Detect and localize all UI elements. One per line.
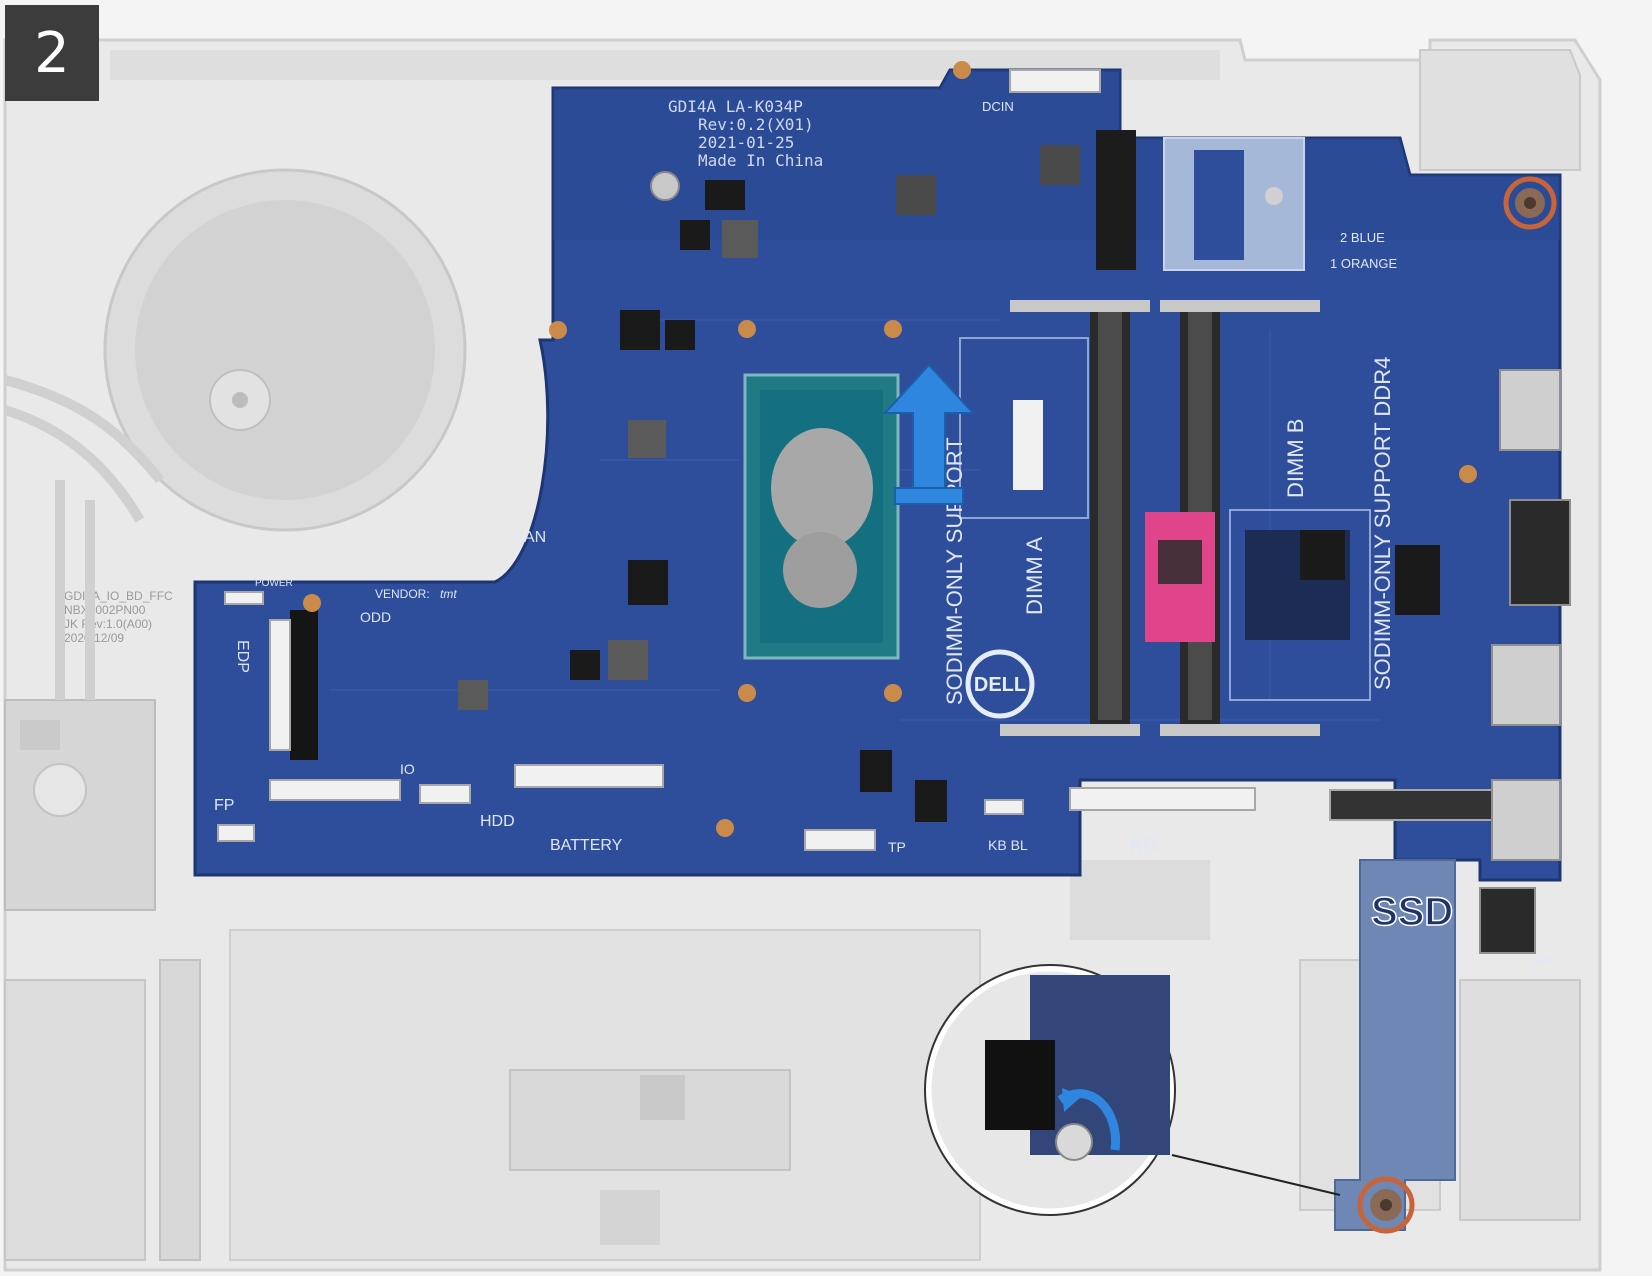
- left-bracket: [4, 959, 201, 1261]
- capacitor: [650, 171, 680, 201]
- hdd-label: HDD: [480, 813, 515, 830]
- ffc-label-line-1: GDI4A_IO_BD_FFC: [64, 589, 173, 603]
- vendor-mark: tmt: [440, 587, 457, 601]
- ffc-label-line-3: JK Rev:1.0(A00): [64, 617, 152, 631]
- dell-logo: DELL: [965, 649, 1035, 719]
- fp-label: FP: [214, 797, 234, 814]
- wire-orange-label: 1 ORANGE: [1330, 256, 1398, 271]
- dcin-label: DCIN: [982, 99, 1014, 114]
- edp-label: EDP: [234, 640, 251, 673]
- io-label: IO: [400, 761, 415, 777]
- dimm-b-outline: [1229, 509, 1371, 701]
- power-label: POWER: [255, 578, 293, 589]
- screw-top-right: [1503, 176, 1557, 230]
- dell-logo-text: DELL: [974, 674, 1026, 696]
- board-components: [290, 145, 1440, 822]
- ssd-bracket: SSD: [1334, 859, 1456, 1231]
- vendor-label: VENDOR:: [375, 587, 430, 601]
- screw-ssd: [1357, 1176, 1415, 1234]
- battery-label: BATTERY: [550, 837, 623, 854]
- model-line-4: Made In China: [698, 151, 823, 170]
- kb-label: KB: [1130, 835, 1157, 857]
- left-flex-cables: [3, 375, 164, 700]
- ffc-label-line-2: NBX0002PN00: [64, 603, 146, 617]
- kb-bl-label: KB BL: [988, 837, 1028, 853]
- step-number-badge: 2: [5, 5, 99, 101]
- ssd-label: SSD: [1371, 890, 1453, 934]
- dimm-b-label: DIMM B: [1283, 419, 1308, 498]
- fan-assembly: [103, 168, 467, 532]
- fan-label: FAN: [515, 529, 546, 546]
- keyboard-flex: [1070, 860, 1210, 940]
- silkscreen-model: GDI4A LA-K034P Rev:0.2(X01) 2021-01-25 M…: [668, 97, 823, 170]
- wire-blue-label: 2 BLUE: [1340, 230, 1385, 245]
- wlan-slot: [1096, 130, 1305, 271]
- wlan-label: WLAN: [1198, 150, 1231, 240]
- sodimm-a-support-label: SODIMM-ONLY SUPPORT: [942, 437, 967, 705]
- callout-magnifier: [924, 964, 1341, 1216]
- lift-arrow-icon: [882, 363, 976, 505]
- board-connectors: [217, 69, 1496, 851]
- spk-label: SPK: [1530, 953, 1556, 968]
- side-ports: [1479, 369, 1571, 954]
- step-number: 2: [34, 20, 70, 86]
- cpu-package: [743, 373, 900, 660]
- ddr4-support-label: SODIMM-ONLY SUPPORT DDR4: [1370, 357, 1395, 690]
- memory-sticker: [1013, 400, 1043, 490]
- io-board: [4, 699, 156, 911]
- odd-label: ODD: [360, 609, 391, 625]
- model-line-3: 2021-01-25: [698, 133, 794, 152]
- model-line-2: Rev:0.2(X01): [698, 115, 814, 134]
- dimm-a-label: DIMM A: [1022, 536, 1047, 615]
- memory-label-outline: [959, 337, 1089, 519]
- model-line-1: GDI4A LA-K034P: [668, 97, 803, 116]
- touchpad-area: [229, 929, 981, 1261]
- tp-label: TP: [888, 839, 906, 855]
- board-mounting-holes: [303, 61, 1477, 837]
- motherboard: DELL GDI4A LA-K034P Rev:0.2(X01) 2021-01…: [193, 61, 1571, 968]
